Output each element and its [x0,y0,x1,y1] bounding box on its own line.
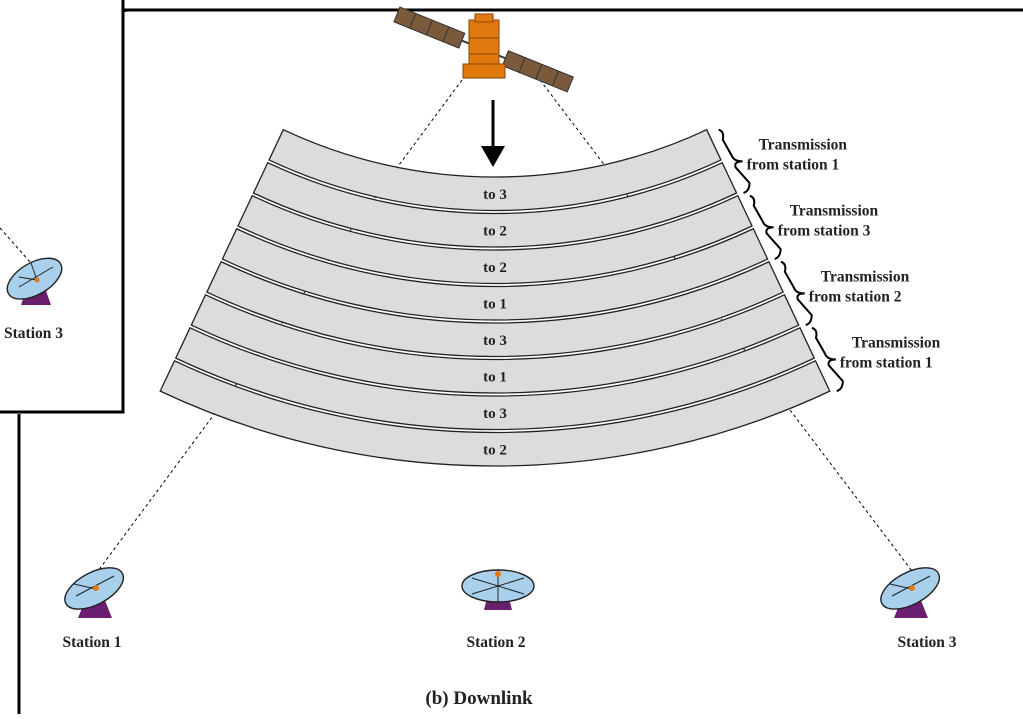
transmission-label-4-line1: Transmission [852,334,941,351]
band-label-8: to 2 [483,442,507,458]
transmission-label-4-line2: from station 1 [840,354,933,371]
band-label-4: to 1 [483,296,507,312]
transmission-label-3-line2: from station 2 [809,288,902,305]
band-label-5: to 3 [483,333,507,349]
transmission-label-3-line1: Transmission [821,268,910,285]
left-panel: Station 3 [0,0,125,414]
band-2 [252,161,738,248]
band-4 [221,227,769,321]
left-panel-beam-line [0,227,31,263]
transmission-label-2-line2: from station 3 [778,222,871,239]
station-1-dish-icon [64,567,125,618]
transmission-brace-2 [749,194,782,260]
left-panel-frame [0,0,125,414]
downlink-arrow-icon [481,100,505,167]
band-7 [174,326,816,431]
band-label-2: to 2 [483,223,507,239]
station-3-dish-icon [880,567,941,618]
band-8 [159,359,831,467]
band-3 [237,194,753,285]
band-label-6: to 1 [483,369,507,385]
band-label-7: to 3 [483,406,507,422]
band-6 [190,293,800,394]
transmission-brace-3 [780,260,813,327]
station-1-label: Station 1 [63,634,122,651]
station-3-label: Station 3 [898,634,957,651]
band-5 [205,260,785,358]
transmission-label-1-line1: Transmission [759,136,848,153]
band-1 [268,128,722,212]
station-2-label: Station 2 [467,634,526,651]
band-stack: to 3 to 2 to 2 to 1 to 3 to 1 to 3 to 2 [159,128,831,467]
figure-caption: (b) Downlink [425,688,533,709]
main-panel-frame [123,8,1023,12]
transmission-label-1-line2: from station 1 [747,156,840,173]
band-label-1: to 3 [483,187,507,203]
transmission-braces: Transmission from station 1 Transmission fr… [718,128,941,393]
left-panel-station-label: Station 3 [4,325,63,342]
dish-icon [6,257,63,305]
band-label-3: to 2 [483,260,507,276]
beam-line-station-3 [539,79,916,576]
transmission-label-2-line1: Transmission [790,202,879,219]
station-2-dish-icon [461,569,535,610]
satellite-icon [393,6,574,93]
